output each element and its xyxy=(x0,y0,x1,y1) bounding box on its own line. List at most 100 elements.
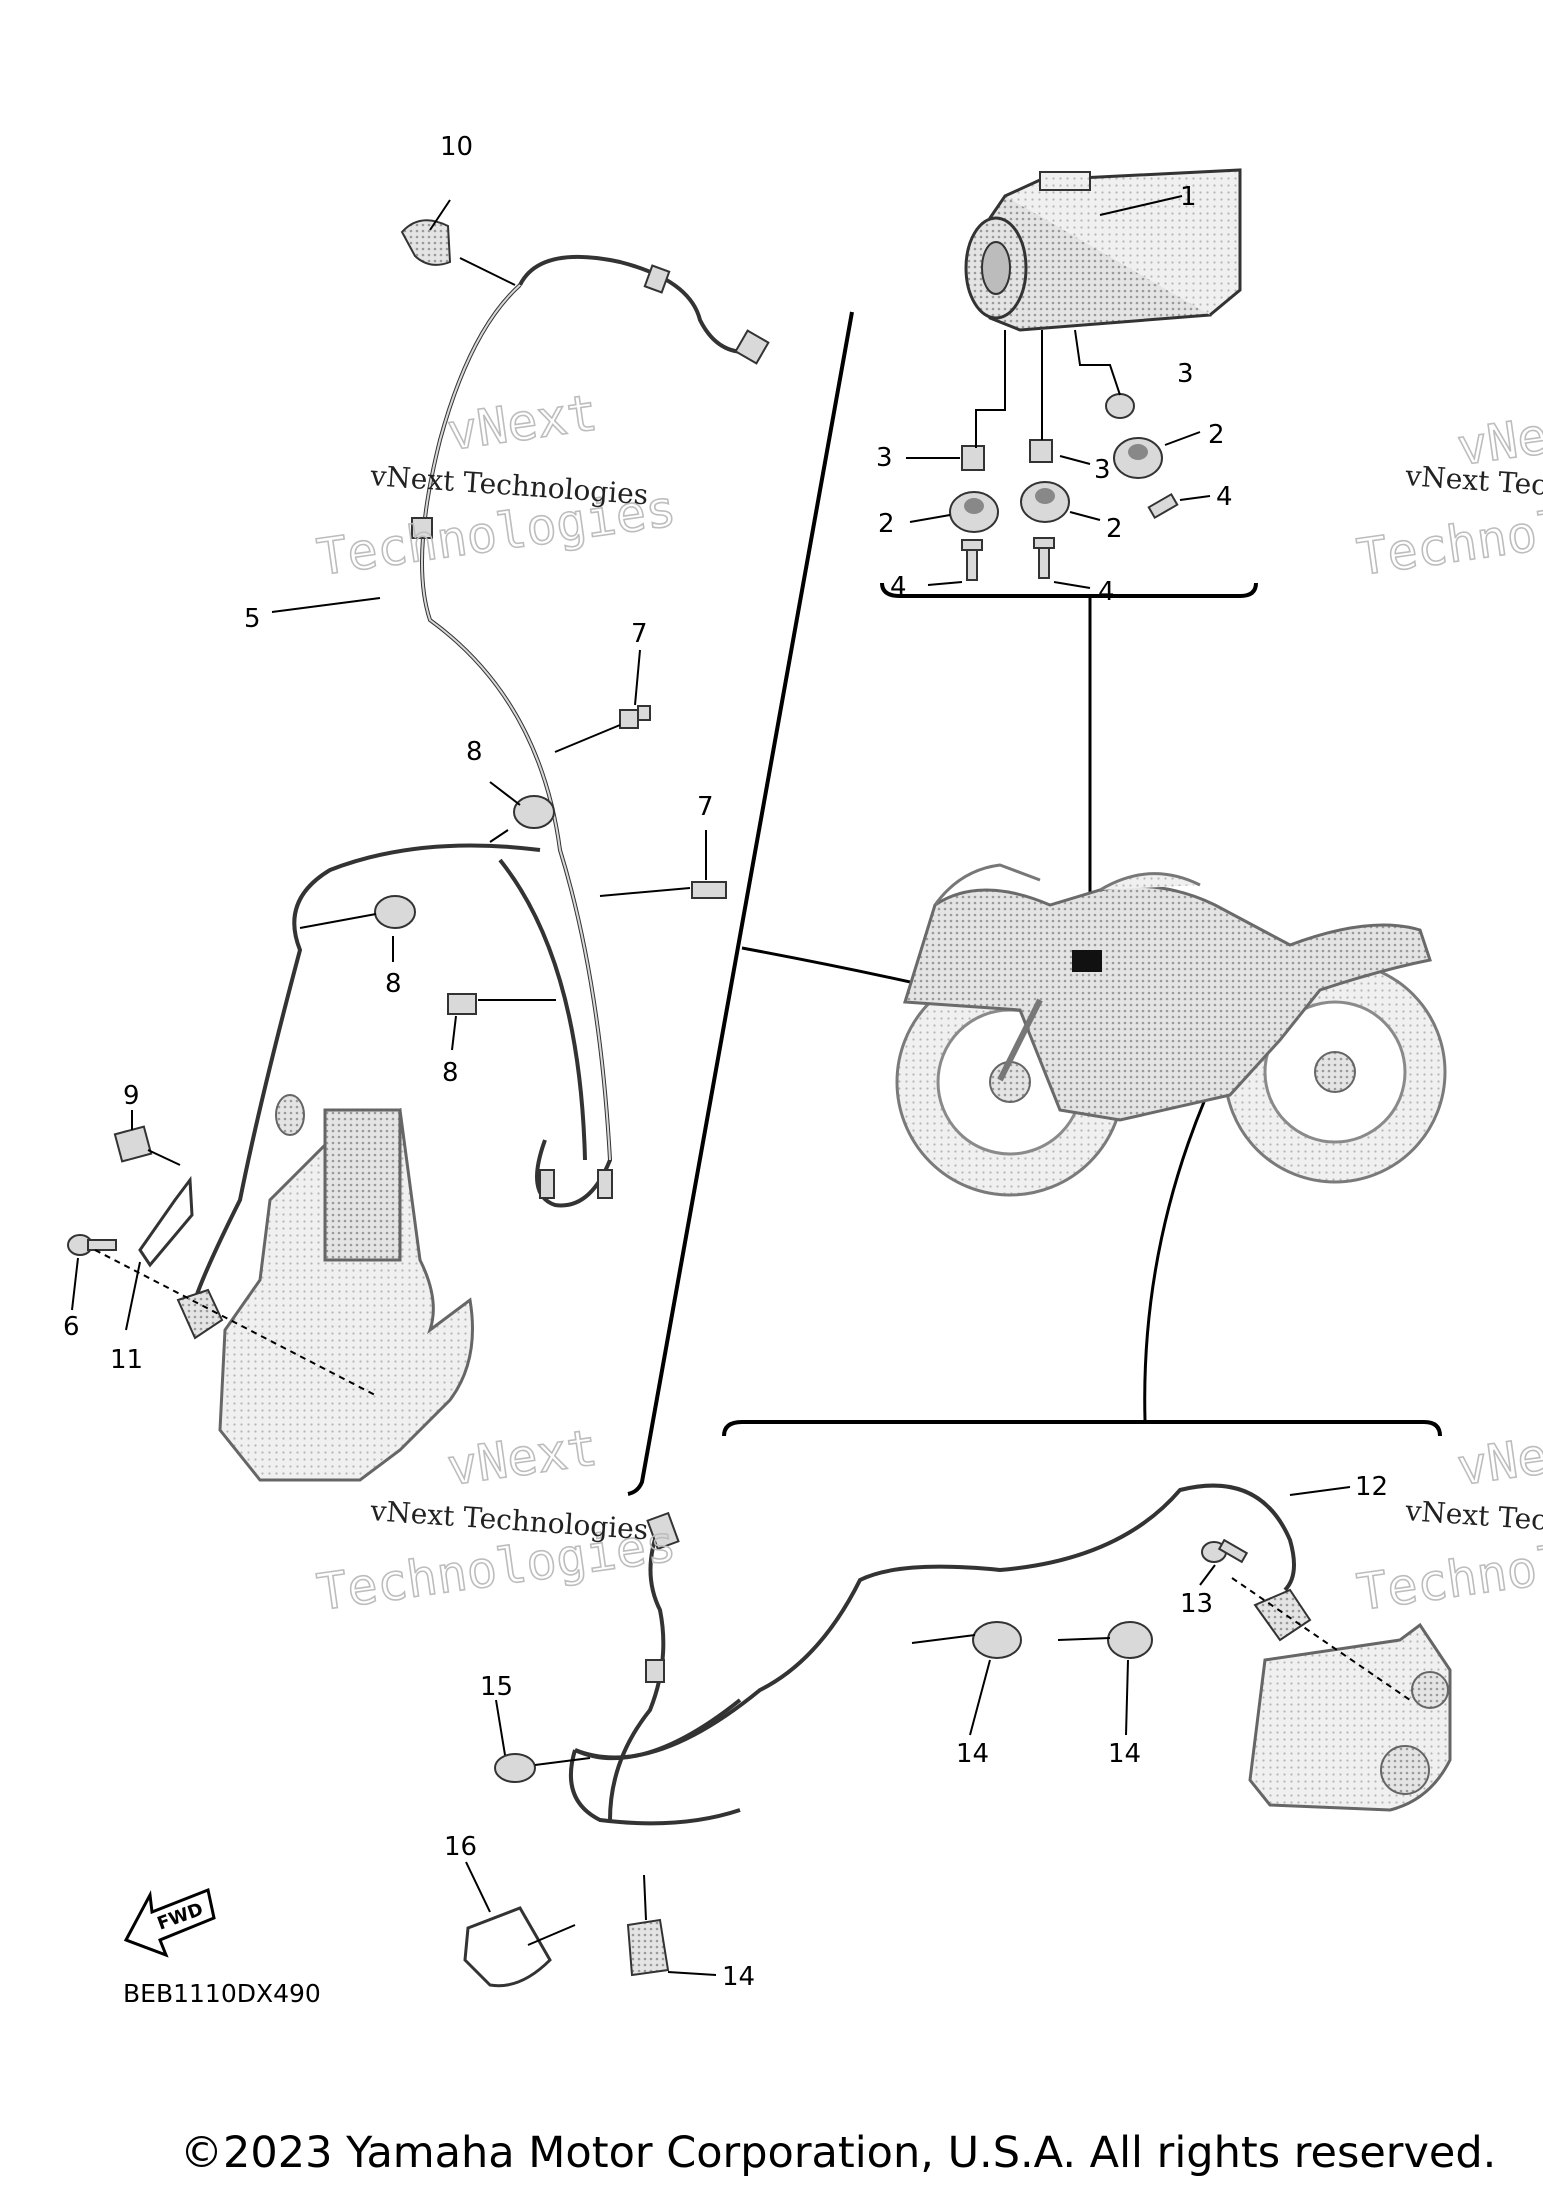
diagram-code: BEB1110DX490 xyxy=(123,1979,321,2008)
coupler-cap xyxy=(400,219,452,266)
leader-line xyxy=(667,1971,717,1976)
leader-line xyxy=(147,1149,181,1166)
mounting-axis xyxy=(1231,1577,1411,1701)
callout-13: 13 xyxy=(1180,1589,1213,1619)
clamp xyxy=(1107,1621,1153,1659)
callout-6: 6 xyxy=(63,1312,80,1342)
leader-line xyxy=(1199,1564,1216,1586)
clip xyxy=(494,1753,536,1783)
callout-16: 16 xyxy=(444,1832,477,1862)
bolt xyxy=(1147,492,1179,520)
leader-line xyxy=(1069,511,1101,521)
leader-line xyxy=(1053,581,1091,589)
bolt xyxy=(1033,537,1055,579)
leader-line xyxy=(271,597,381,613)
leader-line xyxy=(71,1257,79,1311)
callout-7: 7 xyxy=(697,792,714,822)
clamp xyxy=(513,795,555,829)
callout-1: 1 xyxy=(1180,182,1197,212)
watermark: vNext Technologies vNext Technologies xyxy=(1353,398,1543,588)
callout-7: 7 xyxy=(631,619,648,649)
leader-line xyxy=(1074,329,1121,396)
leader-line xyxy=(975,330,1006,448)
watermark: vNext Technologies vNext Technologies xyxy=(313,383,680,588)
collar xyxy=(1029,439,1053,463)
svg-text:vNext Technologies: vNext Technologies xyxy=(1404,1494,1543,1546)
callout-14: 14 xyxy=(722,1962,755,1992)
bracket xyxy=(138,1175,194,1268)
callout-2: 2 xyxy=(1208,420,1225,450)
rear-caliper-bracket xyxy=(1248,1622,1452,1812)
grommet xyxy=(1113,437,1163,479)
collar xyxy=(1105,393,1135,419)
leader-line xyxy=(643,1874,647,1921)
clamp xyxy=(447,993,477,1015)
mounting-axis xyxy=(94,1249,376,1396)
callout-8: 8 xyxy=(442,1058,459,1088)
leader-line xyxy=(299,913,377,929)
leader-line xyxy=(534,1757,591,1766)
grommet xyxy=(949,491,999,533)
callout-11: 11 xyxy=(110,1345,143,1375)
clamp xyxy=(972,1621,1022,1659)
bolt xyxy=(1201,1538,1249,1564)
leader-line xyxy=(909,514,951,523)
callout-15: 15 xyxy=(480,1672,513,1702)
callout-4: 4 xyxy=(1216,482,1233,512)
leader-line xyxy=(527,1924,576,1946)
leader-line xyxy=(489,781,521,806)
callout-8: 8 xyxy=(385,969,402,999)
leader-line xyxy=(1059,455,1091,465)
callout-3: 3 xyxy=(876,443,893,473)
leader-line xyxy=(465,1861,491,1913)
callout-10: 10 xyxy=(440,132,473,162)
leader-line xyxy=(1125,1659,1129,1736)
callout-2: 2 xyxy=(1106,514,1123,544)
front-wheel-sensor xyxy=(176,1288,224,1340)
bolt xyxy=(961,539,983,581)
callout-9: 9 xyxy=(123,1081,140,1111)
callout-3: 3 xyxy=(1177,359,1194,389)
svg-text:vNext: vNext xyxy=(444,1419,601,1497)
abs-hydraulic-unit xyxy=(964,168,1242,332)
leader-line xyxy=(451,1015,457,1051)
leader-line xyxy=(927,581,963,586)
collar xyxy=(961,445,985,471)
copyright-notice: ©2023 Yamaha Motor Corporation, U.S.A. A… xyxy=(180,2128,1497,2178)
leader-line xyxy=(429,199,451,231)
leader-line xyxy=(125,1261,141,1331)
leader-line xyxy=(1289,1486,1351,1496)
callout-5: 5 xyxy=(244,604,261,634)
clamp xyxy=(374,895,416,929)
left-section-divider xyxy=(627,311,854,1496)
nut xyxy=(113,1125,153,1163)
callout-8: 8 xyxy=(466,737,483,767)
rear-sensor-bracket xyxy=(722,1420,1442,1437)
svg-text:vNext: vNext xyxy=(1454,1419,1543,1497)
bolt xyxy=(67,1234,117,1256)
fwd-arrow-icon: FWD xyxy=(123,1887,216,1958)
leader-line xyxy=(599,887,691,897)
leader-line xyxy=(1057,1637,1111,1641)
callout-14: 14 xyxy=(956,1739,989,1769)
svg-text:vNext Technologies: vNext Technologies xyxy=(1404,459,1543,511)
leader-line xyxy=(969,1659,991,1736)
svg-text:vNext: vNext xyxy=(444,383,601,461)
leader-line xyxy=(1164,431,1201,446)
callout-4: 4 xyxy=(890,572,907,602)
leader-line xyxy=(911,1634,976,1644)
clamp xyxy=(619,705,651,729)
motorcycle-illustration xyxy=(895,863,1447,1197)
plate xyxy=(463,1906,552,1988)
leader-line xyxy=(554,724,621,753)
callout-3: 3 xyxy=(1094,455,1111,485)
callout-2: 2 xyxy=(878,509,895,539)
watermark: vNext Technologies vNext Technologies xyxy=(1353,1418,1543,1623)
leader-line xyxy=(1099,195,1183,216)
leader-line xyxy=(489,829,509,843)
leader-line xyxy=(1179,495,1211,501)
rear-sensor-lead xyxy=(568,1483,1312,1826)
leader-line xyxy=(495,1699,506,1756)
leader-line xyxy=(459,257,516,286)
